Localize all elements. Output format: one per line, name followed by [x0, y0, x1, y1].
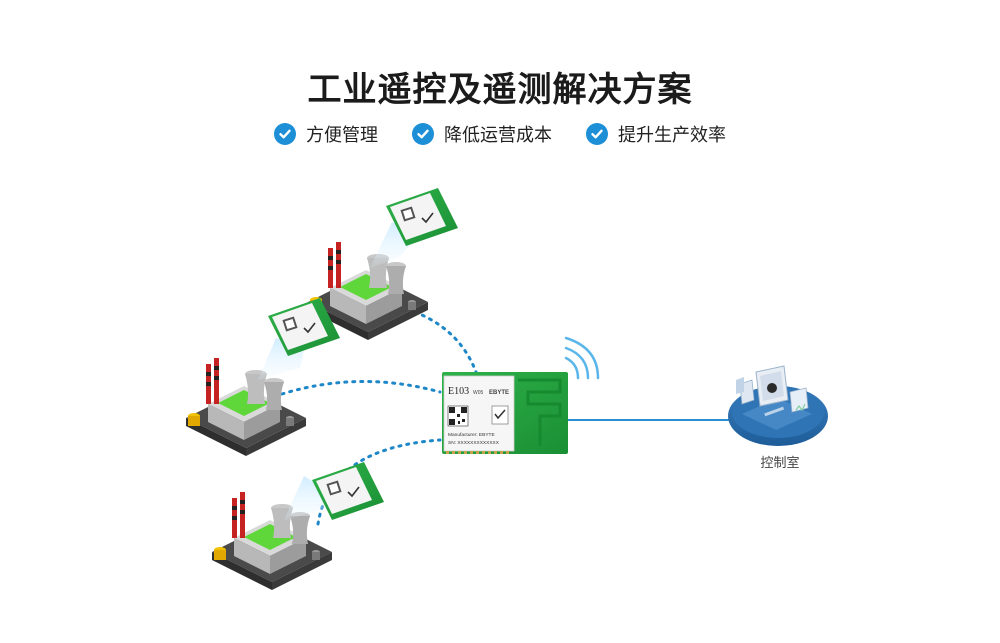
module-serial: SN: XXXXXXXXXXXXX [448, 440, 500, 446]
wireless-signal-icon [564, 336, 600, 380]
check-circle-icon [412, 123, 434, 145]
control-room-label: 控制室 [760, 456, 800, 471]
page-title: 工业遥控及遥测解决方案 [307, 70, 693, 110]
qr-code [447, 405, 469, 427]
module-brand: EBYTE [489, 390, 509, 396]
feature-label: 降低运营成本 [444, 125, 552, 146]
feature-label: 提升生产效率 [618, 125, 726, 146]
check-circle-icon [274, 123, 296, 145]
dotted-link-1 [413, 310, 478, 374]
wireless-module-3 [311, 461, 385, 521]
feature-item: 降低运营成本 [412, 121, 552, 147]
main-module: E103 W05 EBYTE Manufacturer: EBYTE SN: X… [442, 372, 568, 454]
module-model: E103 [448, 386, 469, 397]
module-variant: W05 [473, 390, 484, 396]
check-circle-icon [586, 123, 608, 145]
dotted-link-2 [280, 379, 442, 396]
factory-2 [186, 358, 306, 456]
control-room-icon [728, 365, 828, 446]
feature-item: 提升生产效率 [586, 121, 726, 147]
module-manufacturer: Manufacturer: EBYTE [448, 432, 495, 438]
certification-check-icon [491, 405, 509, 425]
feature-label: 方便管理 [306, 125, 378, 146]
feature-item: 方便管理 [274, 121, 378, 147]
feature-list: 方便管理 降低运营成本 提升生产效率 [0, 121, 1000, 147]
